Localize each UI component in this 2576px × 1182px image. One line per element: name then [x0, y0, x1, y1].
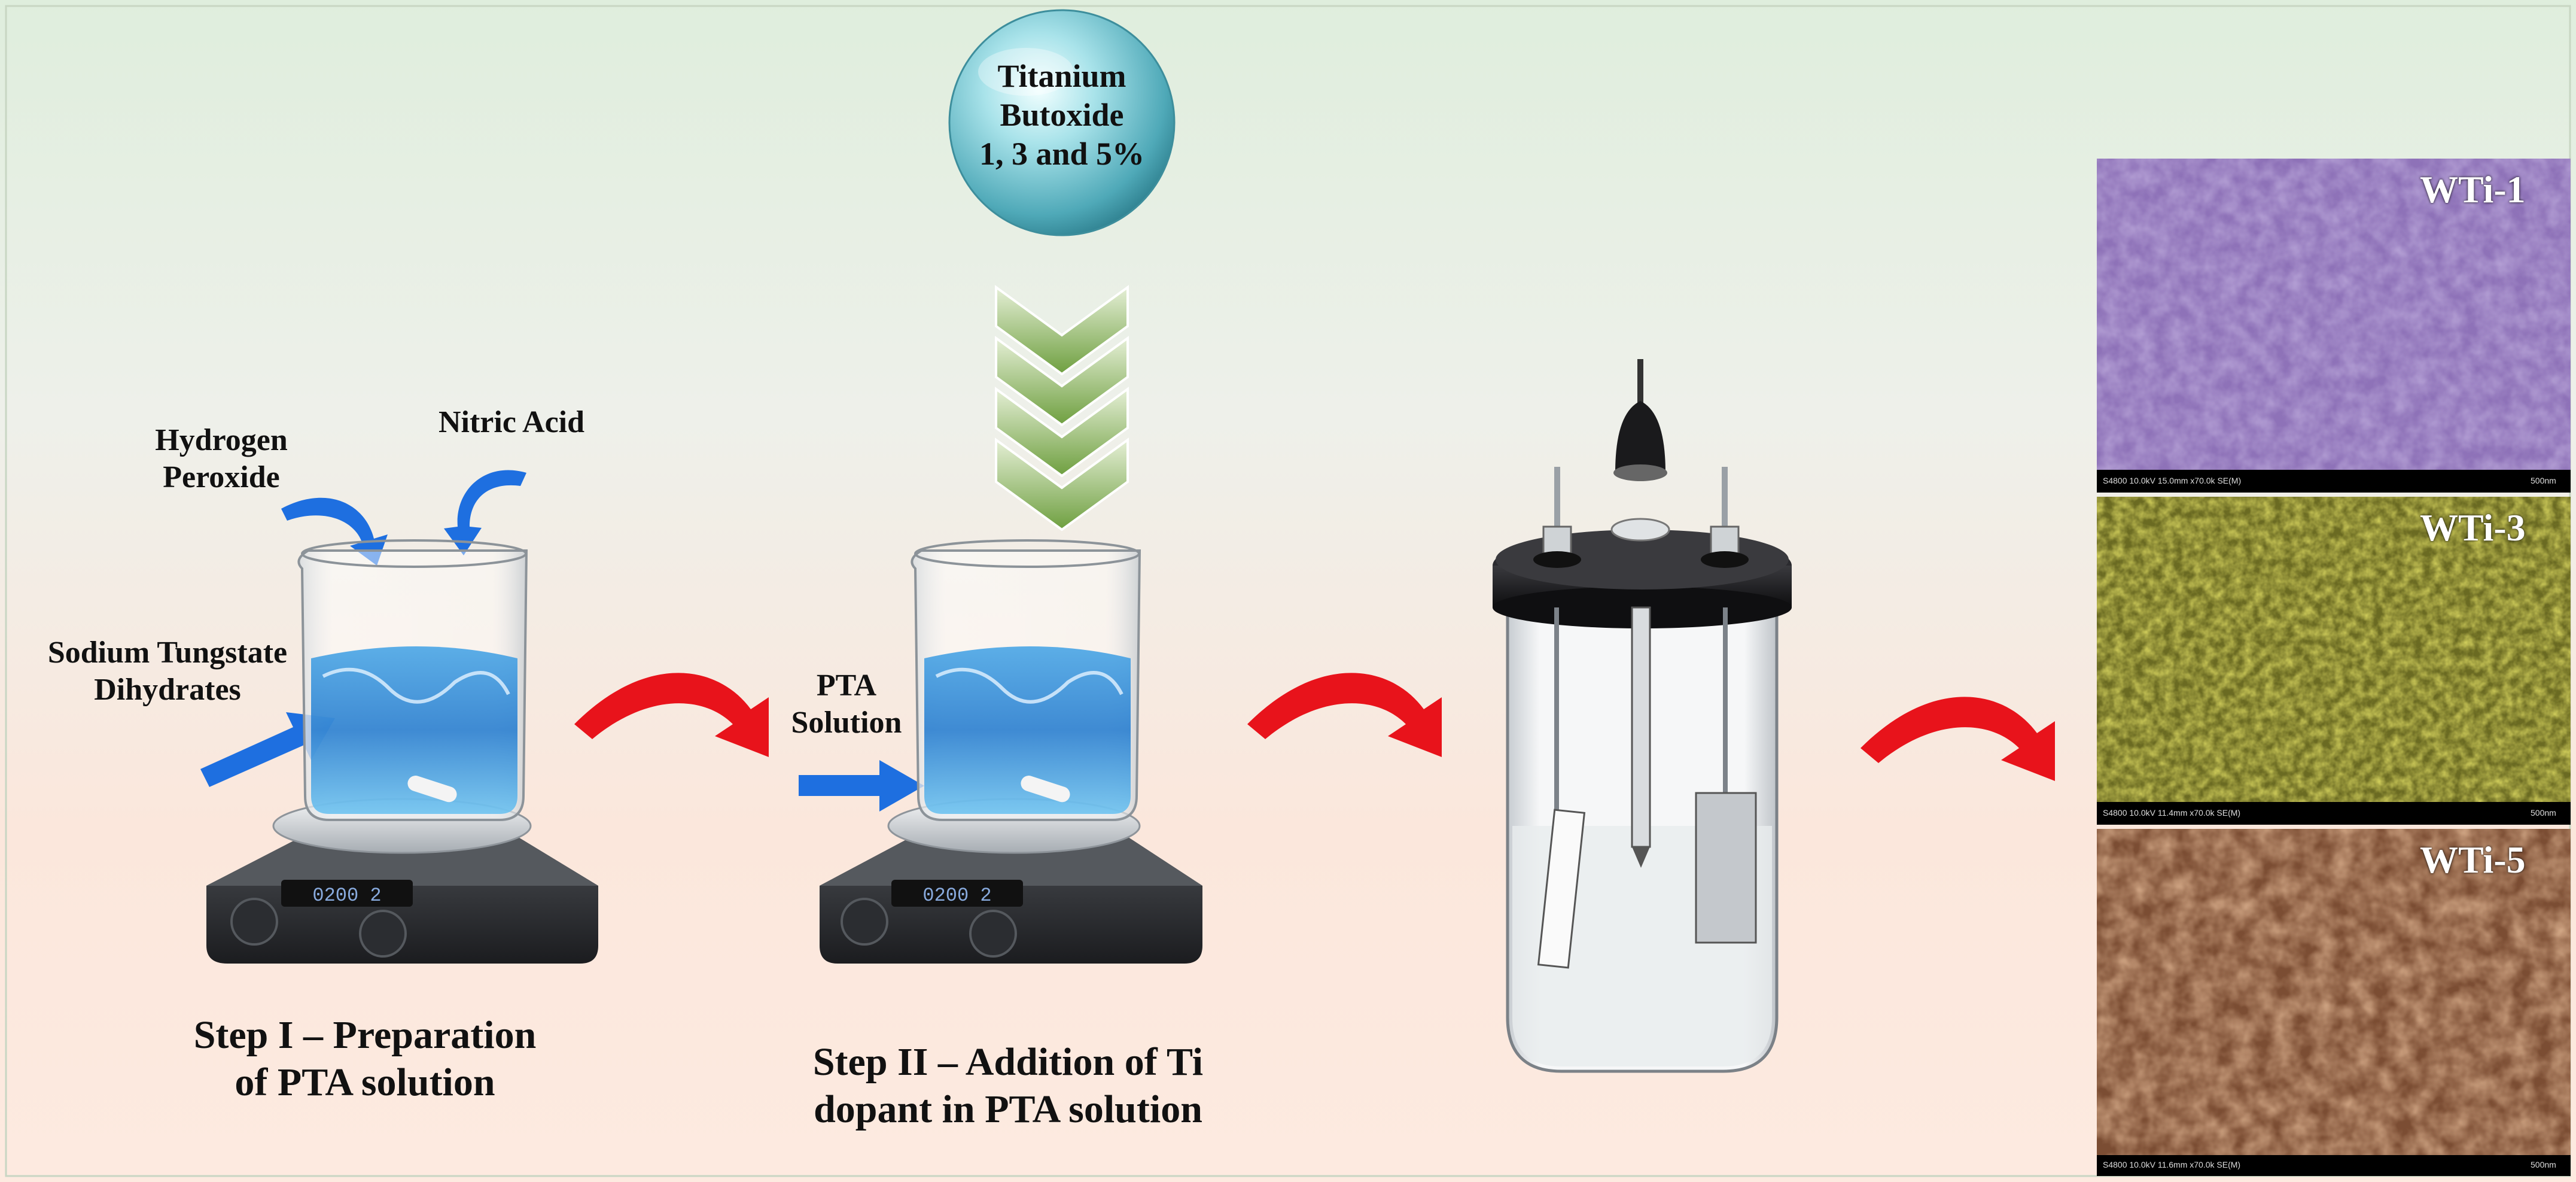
pta-arrow-icon — [799, 760, 924, 812]
beaker-stirrer-2: 0200 2 — [820, 539, 1202, 964]
beaker-stirrer-1: 0200 2 — [206, 539, 598, 964]
stirrer-knob-left-2 — [841, 898, 888, 946]
sem-scale-info-1: S4800 10.0kV 15.0mm x70.0k SE(M) — [2103, 476, 2242, 485]
stirrer-knob-right-2 — [969, 910, 1017, 958]
sem-label-wti-3: WTi-3 — [2420, 506, 2526, 549]
working-electrode — [1537, 809, 1586, 969]
sem-label-wti-1: WTi-1 — [2420, 168, 2526, 211]
titanium-butoxide-sphere — [948, 9, 1176, 236]
step-1-line-2: of PTA solution — [235, 1061, 495, 1105]
red-arrow-icon-3 — [1861, 697, 2055, 781]
sem-panel-1 — [2097, 159, 2571, 493]
pta-solution-label: PTA Solution — [778, 667, 915, 742]
sem-scale-unit-2: 500nm — [2531, 808, 2556, 818]
stirrer-knob-left-1 — [230, 898, 278, 946]
sem-scale-info-3: S4800 10.0kV 11.6mm x70.0k SE(M) — [2103, 1160, 2241, 1169]
precursor-label: Titanium Butoxide 1, 3 and 5% — [957, 57, 1167, 173]
pta-line-1: PTA — [816, 669, 877, 703]
chevron-down-icon — [995, 285, 1129, 531]
step-1-caption: Step I – Preparation of PTA solution — [138, 1011, 592, 1106]
step-2-caption: Step II – Addition of Ti dopant in PTA s… — [760, 1038, 1256, 1133]
red-arrow-icon-2 — [1247, 673, 1442, 757]
stirrer-knob-right-1 — [359, 910, 407, 958]
sem-scale-unit-1: 500nm — [2531, 476, 2556, 485]
stirrer-readout-2: 0200 2 — [922, 885, 991, 907]
pta-line-2: Solution — [791, 706, 902, 740]
step-2-line-1: Step II – Addition of Ti — [812, 1040, 1204, 1084]
tungstate-arrow-icon — [200, 712, 335, 787]
tungstate-line-1: Sodium Tungstate — [47, 636, 288, 670]
hydrogen-peroxide-label: Hydrogen Peroxide — [120, 422, 323, 497]
hydrogen-line-2: Peroxide — [163, 460, 280, 495]
stirrer-readout-1: 0200 2 — [312, 885, 381, 907]
nitric-acid-label: Nitric Acid — [438, 405, 585, 439]
hydrogen-peroxide-arrow-icon — [281, 497, 388, 566]
step-2-line-2: dopant in PTA solution — [814, 1087, 1202, 1132]
red-arrow-icon-1 — [574, 673, 769, 757]
sem-panel-3 — [2097, 829, 2571, 1176]
sem-scale-info-2: S4800 10.0kV 11.4mm x70.0k SE(M) — [2103, 808, 2241, 818]
step-1-line-1: Step I – Preparation — [193, 1013, 537, 1057]
precursor-line-2: Butoxide — [1000, 96, 1124, 133]
sem-panel-2 — [2097, 497, 2571, 825]
precursor-line-1: Titanium — [997, 58, 1126, 94]
precursor-line-3: 1, 3 and 5% — [979, 135, 1145, 172]
stirrer-display-1 — [281, 880, 413, 907]
sem-label-wti-5: WTi-5 — [2420, 838, 2526, 881]
sem-scale-unit-3: 500nm — [2531, 1160, 2556, 1169]
nitric-acid-arrow-icon — [444, 470, 526, 555]
electrochemical-cell — [1493, 359, 1792, 1073]
tungstate-line-2: Dihydrates — [94, 673, 241, 707]
reference-electrode — [1631, 606, 1651, 848]
counter-electrode — [1695, 792, 1757, 944]
sodium-tungstate-label: Sodium Tungstate Dihydrates — [24, 634, 311, 709]
hydrogen-line-1: Hydrogen — [155, 423, 288, 457]
stirrer-display-2 — [891, 880, 1023, 907]
